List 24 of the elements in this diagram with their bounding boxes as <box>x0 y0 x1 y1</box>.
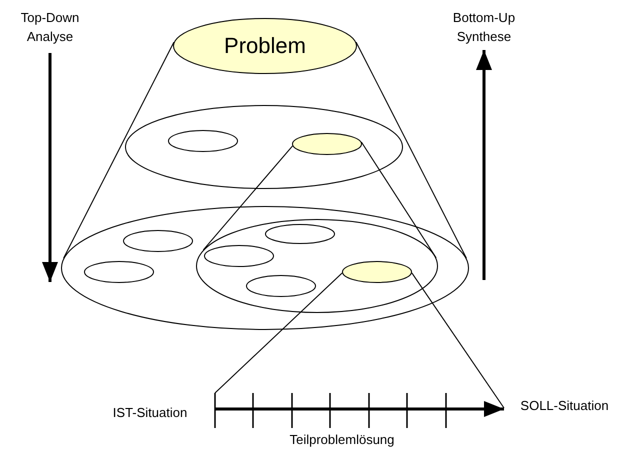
subproblem-ellipse <box>204 245 274 267</box>
subproblem-ellipse <box>292 133 362 155</box>
connector-line <box>411 272 504 408</box>
subproblem-ellipse <box>342 261 412 283</box>
subproblem-ellipse <box>265 224 335 244</box>
situation-label: IST-Situation <box>100 400 200 420</box>
connector-line <box>356 42 467 259</box>
connector-line <box>202 145 294 250</box>
heading-label: Top-Down Analyse <box>20 9 80 46</box>
connector-line <box>63 42 174 259</box>
subproblem-ellipse <box>168 130 238 152</box>
connector-line <box>214 272 343 394</box>
subproblem-ellipse <box>196 219 438 313</box>
subproblem-ellipse <box>123 230 193 252</box>
situation-label: SOLL-Situation <box>512 398 617 418</box>
timeline-arrow <box>215 401 504 417</box>
subproblem-ellipse <box>246 275 316 297</box>
level-ellipse <box>125 105 403 189</box>
problem-ellipse: Problem <box>173 18 357 74</box>
heading-label: Bottom-Up Synthese <box>452 9 516 46</box>
subproblem-ellipse <box>84 261 154 283</box>
connector-line <box>360 142 437 258</box>
axis-label: Teilproblemlösung <box>288 431 396 449</box>
level-ellipse <box>61 206 469 330</box>
